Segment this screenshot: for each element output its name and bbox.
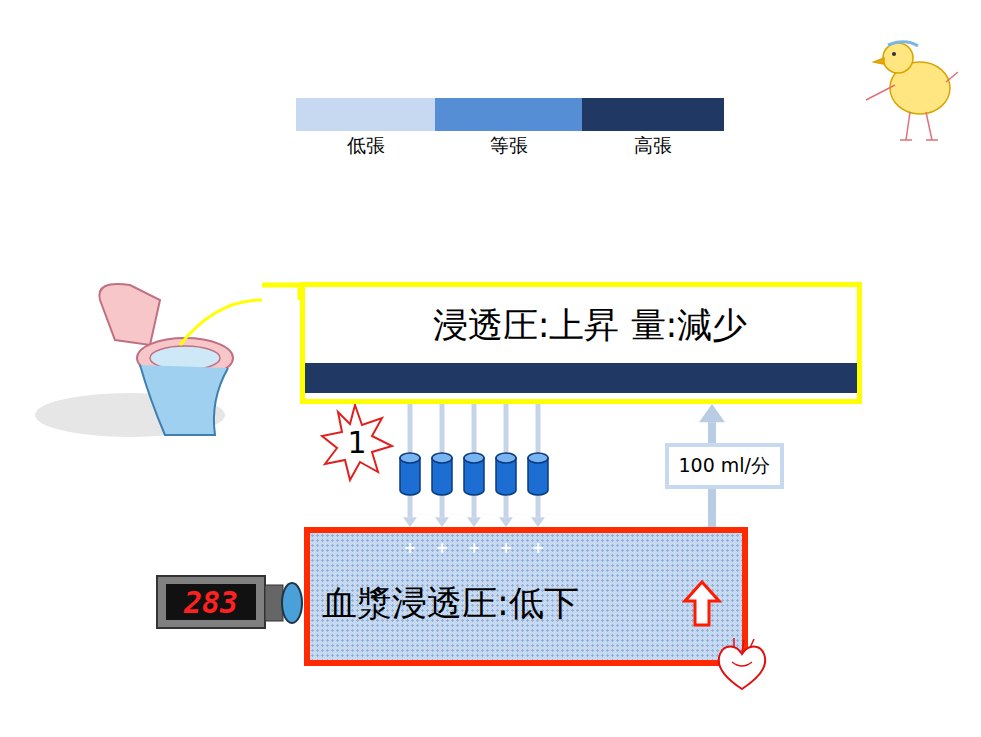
arrow-head [699,404,725,422]
legend-swatch [582,98,724,131]
arrow-head [531,517,545,527]
hypertonic-band [305,363,857,393]
counter-digits: 283 [184,585,238,620]
plasma-box: 血漿浸透圧:低下 [304,527,748,666]
arrow-head [499,517,513,527]
urine-box: 浸透圧:上昇 量:減少 [300,282,862,404]
heart-outline [719,647,765,690]
plus-sign: + [468,539,481,557]
legend-text: 等張 [490,133,528,159]
toilet-illustration [35,284,262,437]
heart-illustration [712,634,772,694]
flow-label: 100 ml/分 [665,443,785,489]
red-up-arrow [682,579,722,629]
arrow-head [435,517,449,527]
arrow-head [403,517,417,527]
node-text: 血漿浸透圧:低下 [322,580,579,627]
legend-text: 高張 [634,133,672,159]
plus-sign: + [500,539,513,557]
legend-swatch [296,98,435,131]
plus-sign: + [404,539,417,557]
callout-star [322,405,392,480]
red-up-arrow-shape [685,582,719,625]
counter-device [157,576,302,628]
yellow-leader [262,285,300,300]
callout-number: 1 [347,425,366,460]
channel-cylinders [400,453,548,495]
heart-vessels [732,638,754,666]
plus-sign: + [532,539,545,557]
arrow-head [467,517,481,527]
legend-swatch [435,98,582,131]
plus-sign: + [436,539,449,557]
node-text: 浸透圧:上昇 量:減少 [433,302,748,349]
chick-illustration [866,42,958,140]
legend-text: 低張 [347,133,385,159]
